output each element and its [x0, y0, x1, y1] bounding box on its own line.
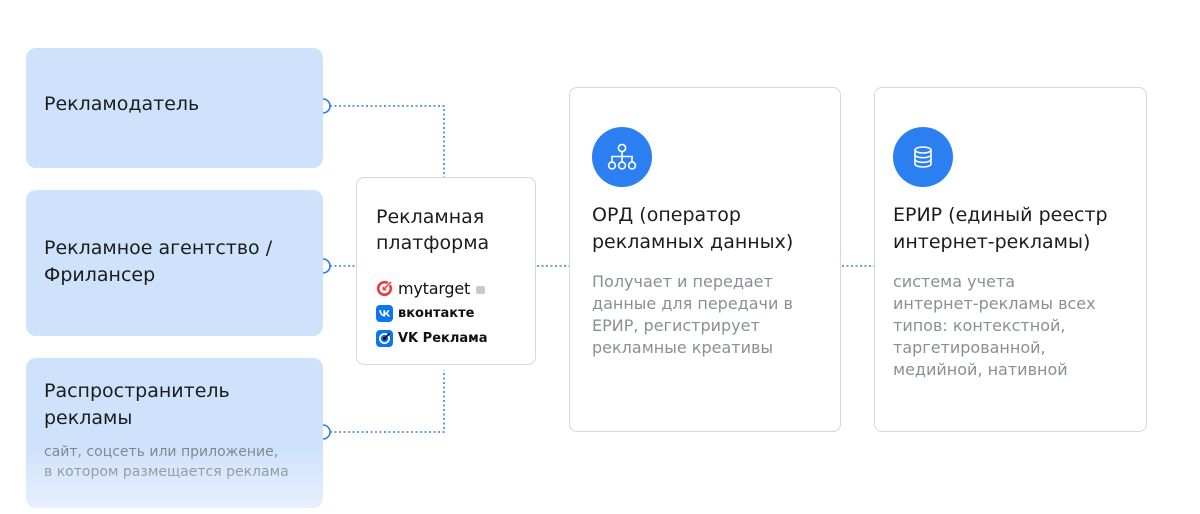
ord-desc-line: рекламные креативы — [592, 338, 774, 357]
erir-heading: ЕРИР (единый реестр интернет-рекламы) — [893, 202, 1128, 256]
distributor-title: Распространитель рекламы — [44, 378, 305, 432]
agency-title-line2: Фрилансер — [44, 264, 156, 286]
brand-vkontakte-name: вконтакте — [398, 306, 475, 321]
advertiser-card: Рекламодатель — [26, 48, 323, 168]
brand-vkontakte: вконтакте — [376, 301, 535, 326]
advertiser-title: Рекламодатель — [44, 93, 200, 115]
platform-title-line1: Рекламная — [376, 206, 485, 228]
platform-title-line2: платформа — [376, 232, 490, 254]
connector-distributor — [330, 370, 445, 433]
distributor-sub-line1: сайт, соцсеть или приложение, — [44, 444, 279, 460]
distributor-sub-line2: в котором размещается реклама — [44, 464, 289, 480]
erir-heading-line2: интернет-рекламы) — [893, 231, 1091, 253]
brand-vk-ads: VK Реклама — [376, 326, 535, 351]
agency-card: Рекламное агентство / Фрилансер — [26, 190, 323, 336]
erir-desc-line: система учета — [893, 272, 1016, 291]
ord-heading-line2: рекламных данных) — [592, 231, 794, 253]
agency-title: Рекламное агентство / Фрилансер — [44, 235, 305, 289]
distributor-subtitle: сайт, соцсеть или приложение, в котором … — [44, 442, 305, 482]
erir-heading-line1: ЕРИР (единый реестр — [893, 204, 1108, 226]
erir-description: система учета интернет-рекламы всех типо… — [893, 271, 1128, 381]
ord-desc-line: ЕРИР, регистрирует — [592, 316, 760, 335]
platform-title: Рекламная платформа — [376, 204, 535, 256]
erir-box: ЕРИР (единый реестр интернет-рекламы) си… — [874, 87, 1147, 432]
erir-desc-line: таргетированной, — [893, 338, 1046, 357]
ord-desc-line: данные для передачи в — [592, 294, 793, 313]
brand-mytarget-name: mytarget — [398, 279, 471, 298]
ord-heading-line1: ОРД (оператор — [592, 204, 741, 226]
database-icon — [893, 127, 953, 187]
erir-desc-line: типов: контекстной, — [893, 316, 1066, 335]
distributor-title-line2: рекламы — [44, 407, 133, 429]
ord-box: ОРД (оператор рекламных данных) Получает… — [569, 87, 841, 432]
erir-desc-line: интернет-рекламы всех — [893, 294, 1096, 313]
agency-title-line1: Рекламное агентство / — [44, 237, 273, 259]
brand-vk-ads-name: VK Реклама — [398, 331, 488, 346]
distributor-card: Распространитель рекламы сайт, соцсеть и… — [26, 358, 323, 508]
brand-mytarget: mytarget — [376, 276, 535, 301]
vk-ads-logo-icon — [376, 330, 393, 347]
platform-brand-list: mytarget вконтакте — [376, 276, 535, 351]
erir-desc-line: медийной, нативной — [893, 360, 1068, 379]
badge-chip — [476, 285, 486, 294]
hierarchy-icon — [592, 127, 652, 187]
mytarget-logo-icon — [376, 280, 393, 297]
ord-heading: ОРД (оператор рекламных данных) — [592, 202, 822, 256]
vk-logo-icon — [376, 305, 393, 322]
ord-desc-line: Получает и передает — [592, 272, 773, 291]
connector-advertiser — [330, 105, 445, 177]
distributor-title-line1: Распространитель — [44, 380, 230, 402]
ad-platform-box: Рекламная платформа mytarget — [356, 177, 536, 365]
ord-description: Получает и передает данные для передачи … — [592, 271, 822, 359]
